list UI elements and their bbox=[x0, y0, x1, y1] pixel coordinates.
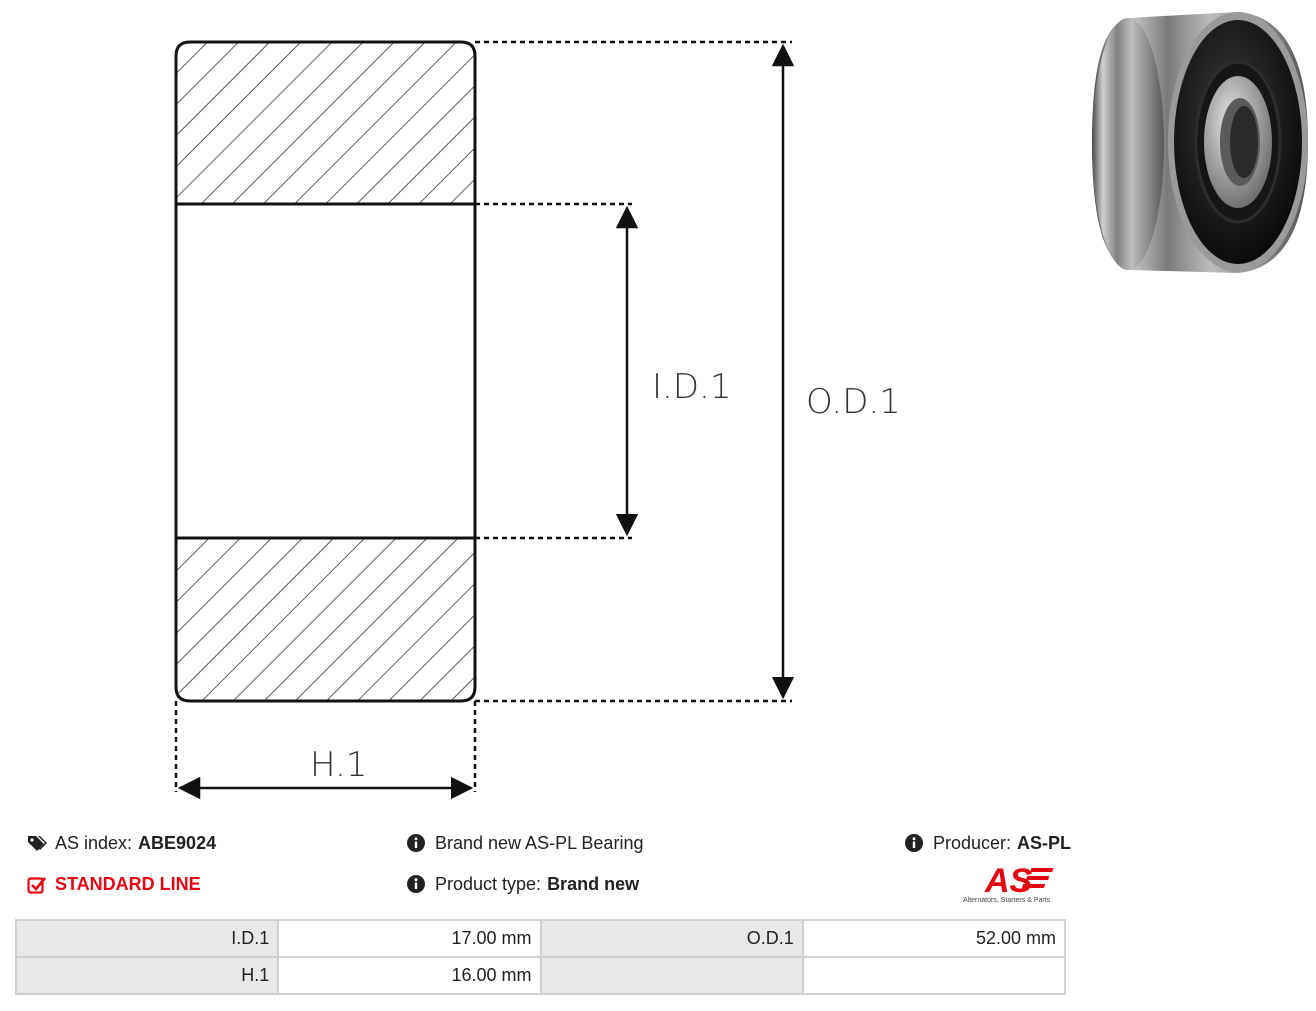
as-index-value: ABE9024 bbox=[138, 833, 217, 853]
product-type: Product type: Brand new bbox=[407, 874, 639, 895]
info-circle-icon bbox=[407, 833, 427, 854]
spec-value: 16.00 mm bbox=[277, 956, 542, 995]
upper-ring-section bbox=[174, 40, 477, 206]
spec-value: 52.00 mm bbox=[801, 919, 1067, 958]
spec-label: H.1 bbox=[14, 956, 280, 995]
description-text: Brand new AS-PL Bearing bbox=[435, 833, 644, 853]
logo-tagline: Alternators, Starters & Parts bbox=[963, 897, 1051, 904]
producer: Producer: AS-PL bbox=[905, 833, 1071, 854]
standard-line-label: STANDARD LINE bbox=[55, 874, 201, 894]
bore bbox=[174, 202, 477, 540]
spec-value: 17.00 mm bbox=[277, 919, 542, 958]
producer-label: Producer: bbox=[933, 833, 1012, 853]
as-index-label: AS index: bbox=[55, 833, 133, 853]
info-circle-icon bbox=[905, 833, 925, 854]
spec-value bbox=[801, 956, 1067, 995]
as-index: AS index: ABE9024 bbox=[27, 833, 216, 854]
height-label: H.1 bbox=[310, 745, 367, 785]
outer-diameter-label: O.D.1 bbox=[806, 382, 901, 422]
specifications-table: I.D.1 17.00 mm O.D.1 52.00 mm H.1 16.00 … bbox=[14, 919, 1067, 995]
product-description: Brand new AS-PL Bearing bbox=[407, 833, 643, 854]
bearing-product-photo bbox=[1092, 12, 1308, 273]
table-row: I.D.1 17.00 mm O.D.1 52.00 mm bbox=[14, 919, 1067, 958]
as-pl-logo: AS Alternators, Starters & Parts bbox=[963, 862, 1069, 908]
tags-icon bbox=[27, 834, 47, 854]
info-circle-icon bbox=[407, 874, 427, 895]
spec-label bbox=[539, 956, 804, 995]
svg-text:AS: AS bbox=[984, 862, 1033, 896]
spec-label: I.D.1 bbox=[14, 919, 280, 958]
product-type-value: Brand new bbox=[547, 874, 640, 894]
producer-value: AS-PL bbox=[1017, 833, 1072, 853]
check-square-icon bbox=[27, 875, 47, 895]
spec-label: O.D.1 bbox=[539, 919, 804, 958]
table-row: H.1 16.00 mm bbox=[14, 956, 1067, 995]
bearing-cross-section-diagram: I.D.1 O.D.1 H.1 bbox=[174, 40, 901, 800]
lower-ring-section bbox=[174, 536, 477, 703]
standard-line-badge: STANDARD LINE bbox=[27, 874, 201, 895]
product-type-label: Product type: bbox=[435, 874, 542, 894]
inner-diameter-label: I.D.1 bbox=[652, 367, 731, 407]
